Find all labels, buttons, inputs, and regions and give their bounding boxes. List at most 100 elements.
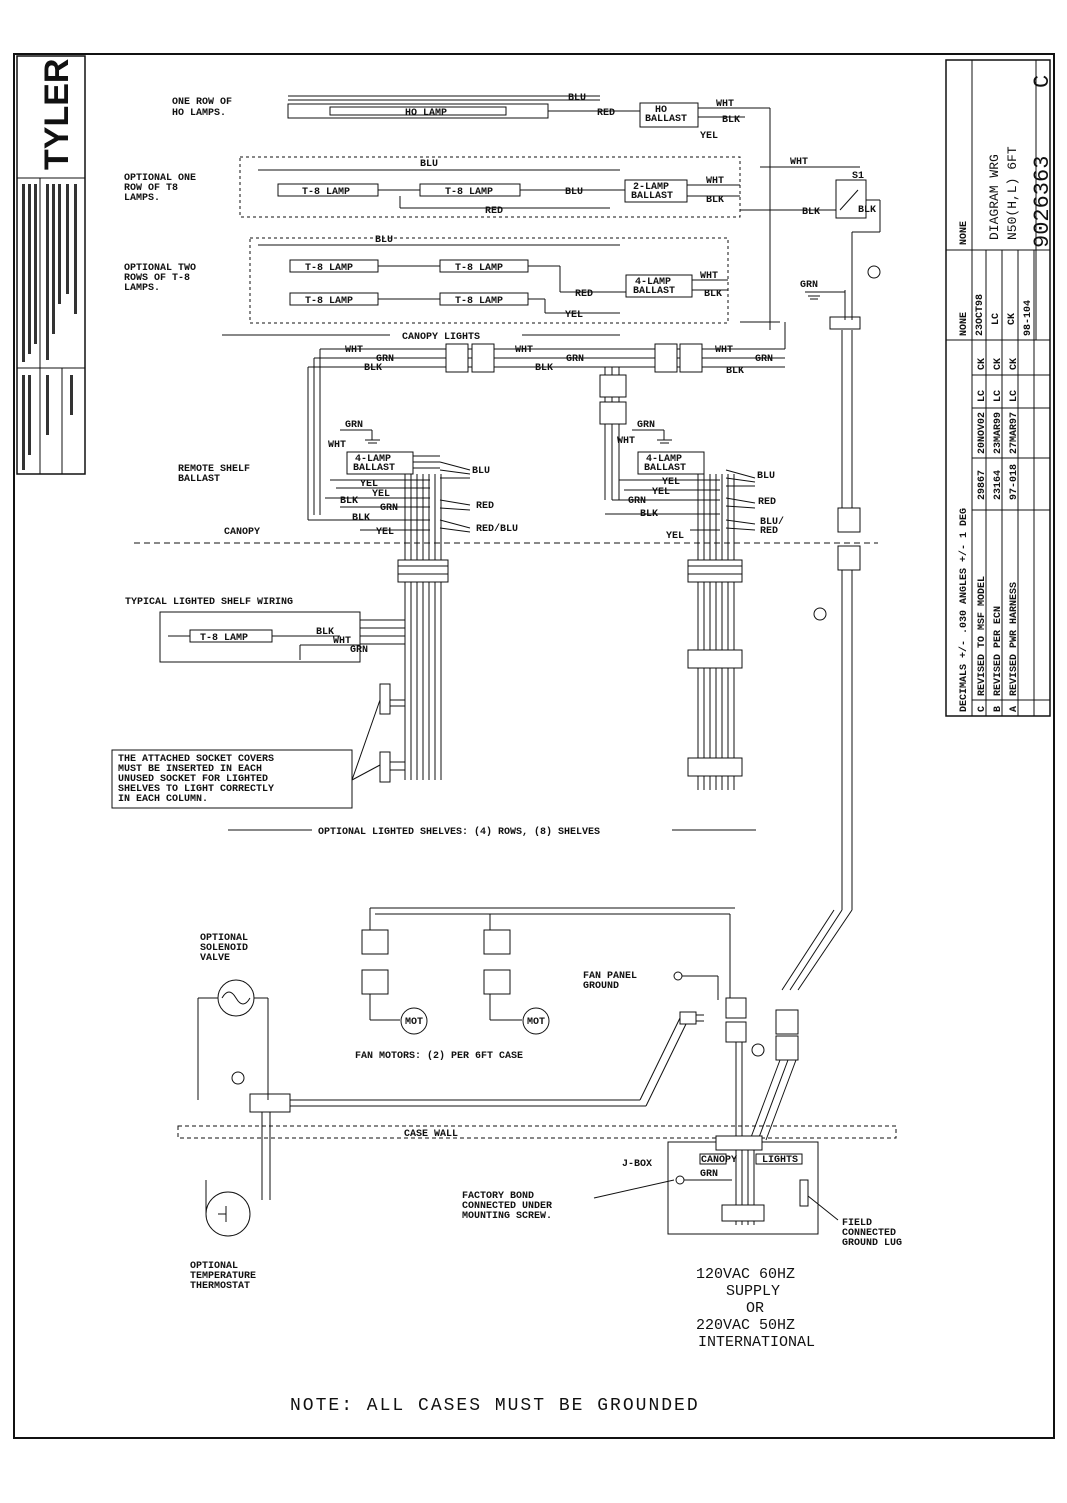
revision-row-b: B REVISED PER ECN 23164 23MAR99 LC CK xyxy=(993,358,1004,712)
sheet-border xyxy=(13,53,1055,1439)
wire-yel-r2: YEL xyxy=(652,487,670,498)
wire-blu-ho: BLU xyxy=(568,93,586,104)
wire-blk-c2: BLK xyxy=(535,363,553,374)
wire-redblu-l: RED/BLU xyxy=(476,523,518,535)
wire-grn-c1: GRN xyxy=(376,354,394,365)
wire-wht-sw: WHT xyxy=(790,157,808,168)
label-jbox: J-BOX xyxy=(622,1159,652,1170)
rev-c-eco: 29867 xyxy=(977,470,988,500)
title-drawing-line2: N50(H,L) 6FT xyxy=(1005,146,1020,240)
wire-blk-t8b: BLK xyxy=(704,289,722,300)
rev-c-letter: C xyxy=(977,706,988,712)
wire-blured-r: BLU/RED xyxy=(760,516,784,537)
wire-blk-shelf: BLK xyxy=(316,627,334,638)
wire-yel-t8: YEL xyxy=(565,310,583,321)
title-scale-2: NONE xyxy=(959,312,970,336)
wire-wht-c3: WHT xyxy=(715,345,733,356)
rev-b-chk: CK xyxy=(993,358,1004,370)
wire-wht-t8b: WHT xyxy=(700,271,718,282)
jbox-canopy-tag: CANOPY xyxy=(701,1155,737,1166)
t8-lamp-shelf: T-8 LAMP xyxy=(200,633,248,644)
title-revision: C xyxy=(1030,75,1055,88)
ho-lamp-label: HO LAMP xyxy=(405,108,447,119)
rev-a-letter: A xyxy=(1009,706,1020,712)
wire-yel-r3: YEL xyxy=(666,531,684,542)
canopy-harness: CANOPY LIGHTS WHT GRN BLK WHT GRN BLK WH… xyxy=(222,322,786,520)
wire-blu-r: BLU xyxy=(757,471,775,482)
wire-red-l: RED xyxy=(476,501,494,512)
wire-yel-l1: YEL xyxy=(360,479,378,490)
rev-a-chk: CK xyxy=(1009,358,1020,370)
wire-grn-shelf: GRN xyxy=(350,645,368,656)
title-block: NONE DIAGRAM WRG N50(H,L) 6FT 9026363 C … xyxy=(945,59,1055,717)
wire-blk-l1: BLK xyxy=(340,496,358,507)
t8-lamp-2c: T-8 LAMP xyxy=(305,296,353,307)
t8-lamp-1a: T-8 LAMP xyxy=(302,187,350,198)
wire-blu-l: BLU xyxy=(472,466,490,477)
wire-grn-c3: GRN xyxy=(755,354,773,365)
t8-lamp-2b: T-8 LAMP xyxy=(455,263,503,274)
rev-c-desc: REVISED TO MSF MODEL xyxy=(977,576,988,696)
rev-a-eco: 97-018 xyxy=(1009,464,1020,500)
left-title-strip: TYLER xyxy=(16,55,86,475)
t8-lamp-2d: T-8 LAMP xyxy=(455,296,503,307)
wire-red-r: RED xyxy=(758,497,776,508)
label-typical-shelf: TYPICAL LIGHTED SHELF WIRING xyxy=(125,597,293,608)
wire-red-ho: RED xyxy=(597,108,615,119)
label-canopy-lights: CANOPY LIGHTS xyxy=(402,332,480,343)
motor-1-label: MOT xyxy=(405,1017,423,1028)
wire-yel-l3: YEL xyxy=(376,527,394,538)
wire-blk-t8: BLK xyxy=(706,195,724,206)
wire-red-t8b: RED xyxy=(575,289,593,300)
t8-lamp-1b: T-8 LAMP xyxy=(445,187,493,198)
wire-blu-t8c: BLU xyxy=(375,235,393,246)
rev-a-desc: REVISED PWR HARNESS xyxy=(1009,582,1020,696)
title-drawing-number: 9026363 xyxy=(1030,156,1055,248)
title-drawing-line1: DIAGRAM WRG xyxy=(987,154,1002,240)
wire-blk-sw2: BLK xyxy=(858,205,876,216)
rev-b-by: LC xyxy=(993,390,1004,402)
revision-row-a: A REVISED PWR HARNESS 97-018 27MAR97 LC … xyxy=(1009,358,1020,712)
wire-grn-sw: GRN xyxy=(800,280,818,291)
wire-grn-l: GRN xyxy=(345,420,363,431)
label-canopy: CANOPY xyxy=(224,527,260,538)
rev-a-by: LC xyxy=(1009,390,1020,402)
wire-grn-r2: GRN xyxy=(628,496,646,507)
wire-wht-c1: WHT xyxy=(345,345,363,356)
title-checked-by: CK xyxy=(1007,313,1018,325)
wire-yel-ho: YEL xyxy=(700,131,718,142)
rev-b-date: 23MAR99 xyxy=(993,412,1004,454)
wire-wht-ho: WHT xyxy=(716,99,734,110)
wire-blk-l2: BLK xyxy=(352,513,370,524)
rev-c-chk: CK xyxy=(977,358,988,370)
revision-row-c: C REVISED TO MSF MODEL 29867 20NOV02 LC … xyxy=(977,358,988,712)
wire-red-t8: RED xyxy=(485,206,503,217)
wire-blk-c3: BLK xyxy=(726,366,744,377)
wire-wht-r: WHT xyxy=(617,436,635,447)
rev-b-eco: 23164 xyxy=(993,470,1004,500)
rev-b-desc: REVISED PER ECN xyxy=(993,606,1004,696)
title-scale: NONE xyxy=(959,221,970,245)
canopy-line: CANOPY xyxy=(134,527,878,544)
label-case-wall: CASE WALL xyxy=(404,1129,458,1140)
rev-c-date: 20NOV02 xyxy=(977,412,988,454)
wire-wht-t8: WHT xyxy=(706,176,724,187)
wire-blk-c1: BLK xyxy=(364,363,382,374)
rev-b-letter: B xyxy=(993,706,1004,712)
